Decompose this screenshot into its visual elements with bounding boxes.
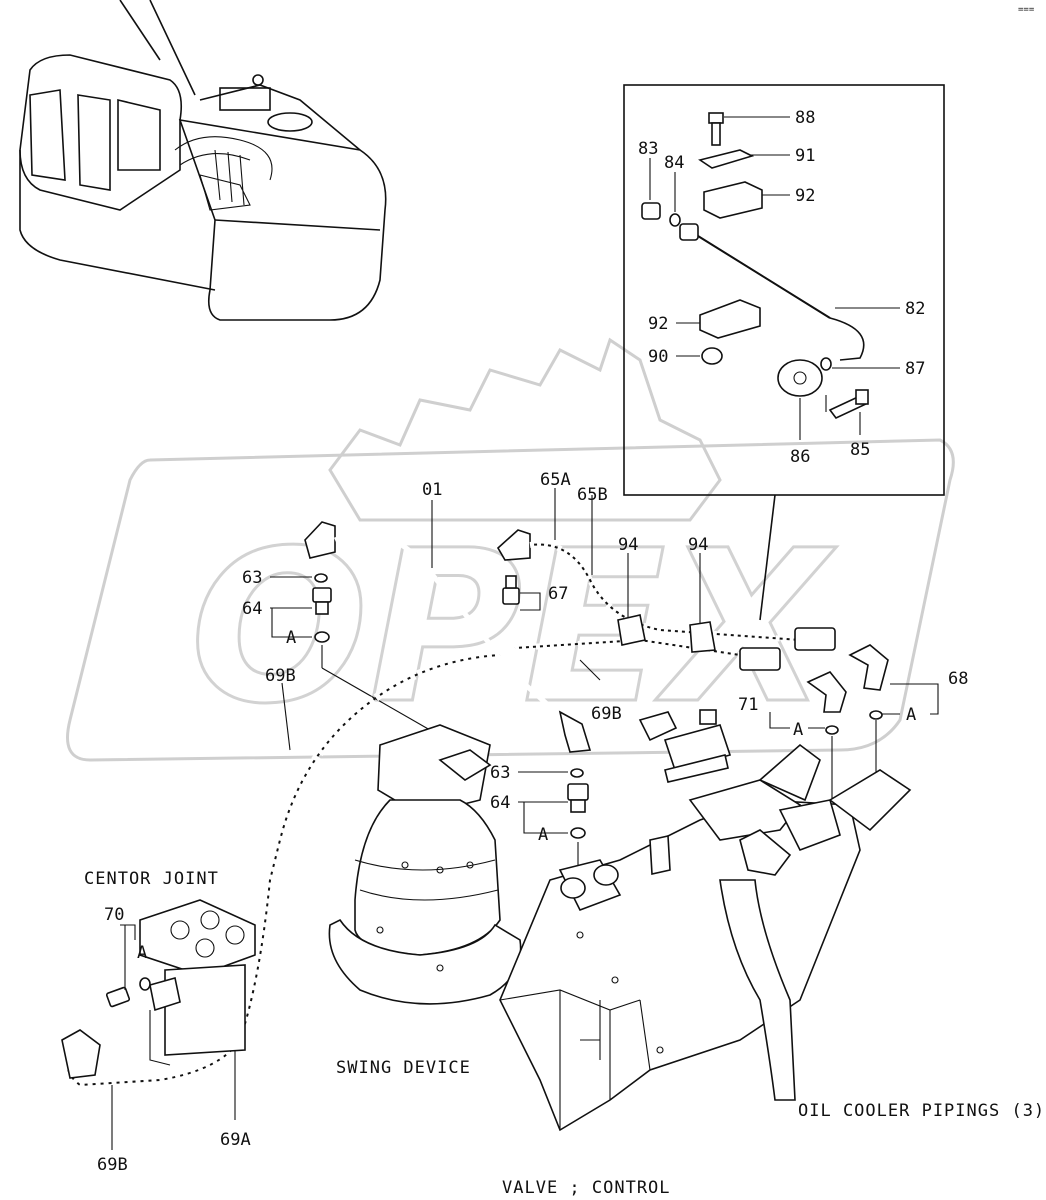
label-69A: 69A xyxy=(220,1130,251,1150)
label-Ad: A xyxy=(906,705,916,725)
excavator-overview xyxy=(19,0,387,321)
caption-valve-control: VALVE ; CONTROL xyxy=(502,1178,671,1198)
caption-oil-cooler: OIL COOLER PIPINGS (3) xyxy=(798,1101,1045,1121)
label-94a: 94 xyxy=(618,535,638,555)
fitting-67 xyxy=(502,575,541,611)
label-64b: 64 xyxy=(490,793,510,813)
center-joint xyxy=(139,899,256,1066)
label-92-bot: 92 xyxy=(648,314,668,334)
label-83: 83 xyxy=(638,139,658,159)
label-88: 88 xyxy=(795,108,815,128)
label-Ab: A xyxy=(538,825,548,845)
caption-swing-device: SWING DEVICE xyxy=(336,1058,471,1078)
hose-65 xyxy=(496,488,836,671)
labels: 01 65A 65B 94 94 63 64 A 67 68 A 71 A 69… xyxy=(97,470,968,1175)
label-69B-bot: 69B xyxy=(97,1155,128,1175)
control-valve xyxy=(499,743,912,1132)
label-92-top: 92 xyxy=(795,186,815,206)
swing-device xyxy=(328,724,522,1005)
label-64a: 64 xyxy=(242,599,262,619)
label-Ae: A xyxy=(137,943,147,963)
inset-frame xyxy=(623,84,945,621)
label-91: 91 xyxy=(795,146,815,166)
clamp-middle xyxy=(638,709,732,783)
fitting-70 xyxy=(105,924,151,1008)
label-Aa: A xyxy=(286,628,296,648)
label-87: 87 xyxy=(905,359,925,379)
captions: CENTOR JOINT SWING DEVICE OIL COOLER PIP… xyxy=(84,869,1045,1198)
fitting-68-71 xyxy=(769,644,939,800)
label-63b: 63 xyxy=(490,763,510,783)
label-68: 68 xyxy=(948,669,968,689)
label-90: 90 xyxy=(648,347,668,367)
label-65A: 65A xyxy=(540,470,571,490)
fitting-63-64-upper xyxy=(270,573,431,731)
hose-69B xyxy=(61,651,601,1150)
label-70: 70 xyxy=(104,905,124,925)
label-82: 82 xyxy=(905,299,925,319)
fitting-63-64-lower xyxy=(518,768,589,870)
label-94b: 94 xyxy=(688,535,708,555)
label-67: 67 xyxy=(548,584,568,604)
label-65B: 65B xyxy=(577,485,608,505)
label-85: 85 xyxy=(850,440,870,460)
label-86: 86 xyxy=(790,447,810,467)
label-84: 84 xyxy=(664,153,684,173)
label-01: 01 xyxy=(422,480,442,500)
label-Ac: A xyxy=(793,720,803,740)
label-63a: 63 xyxy=(242,568,262,588)
corner-mark: === xyxy=(1018,5,1035,15)
caption-centor-joint: CENTOR JOINT xyxy=(84,869,219,889)
inset-parts: 88 91 92 83 84 82 92 90 87 xyxy=(638,108,925,467)
label-69B-top: 69B xyxy=(265,666,296,686)
label-69B-mid: 69B xyxy=(591,704,622,724)
label-71: 71 xyxy=(738,695,758,715)
